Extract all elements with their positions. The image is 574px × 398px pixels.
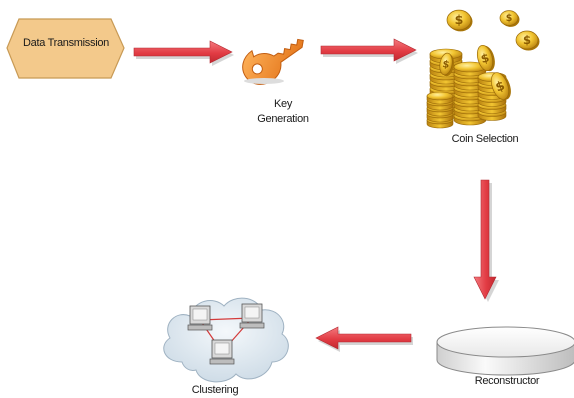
- reconstructor-label: Reconstructor: [474, 375, 540, 387]
- computer-icon: [239, 303, 265, 329]
- svg-text:$: $: [441, 59, 450, 71]
- svg-text:$: $: [506, 13, 513, 24]
- computer-icon: [209, 339, 235, 365]
- svg-text:$: $: [479, 50, 490, 66]
- key-generation-label-line1: Key: [273, 98, 293, 110]
- arrow-coins-to-reconstructor: [473, 179, 499, 302]
- clustering-label: Clustering: [191, 384, 239, 396]
- key-generation-label: Key Generation: [238, 97, 328, 127]
- key-generation-label-line2: Generation: [257, 113, 309, 125]
- data-transmission-label: Data Transmission: [23, 37, 109, 49]
- coins-icon: $$$$$$: [426, 9, 540, 129]
- cloud-network-icon: [163, 297, 289, 383]
- key-icon-shadow: [244, 78, 284, 84]
- arrow-start-to-key: [133, 40, 234, 66]
- arrow-key-to-coins: [320, 38, 418, 64]
- disk-icon: [436, 326, 574, 376]
- key-icon: [242, 38, 304, 85]
- arrow-reconstructor-to-clustering: [315, 326, 413, 352]
- computer-icon: [187, 305, 213, 331]
- data-transmission-node: [6, 18, 125, 79]
- svg-text:$: $: [523, 33, 531, 47]
- coin-selection-label: Coin Selection: [451, 133, 519, 145]
- svg-text:$: $: [455, 12, 464, 27]
